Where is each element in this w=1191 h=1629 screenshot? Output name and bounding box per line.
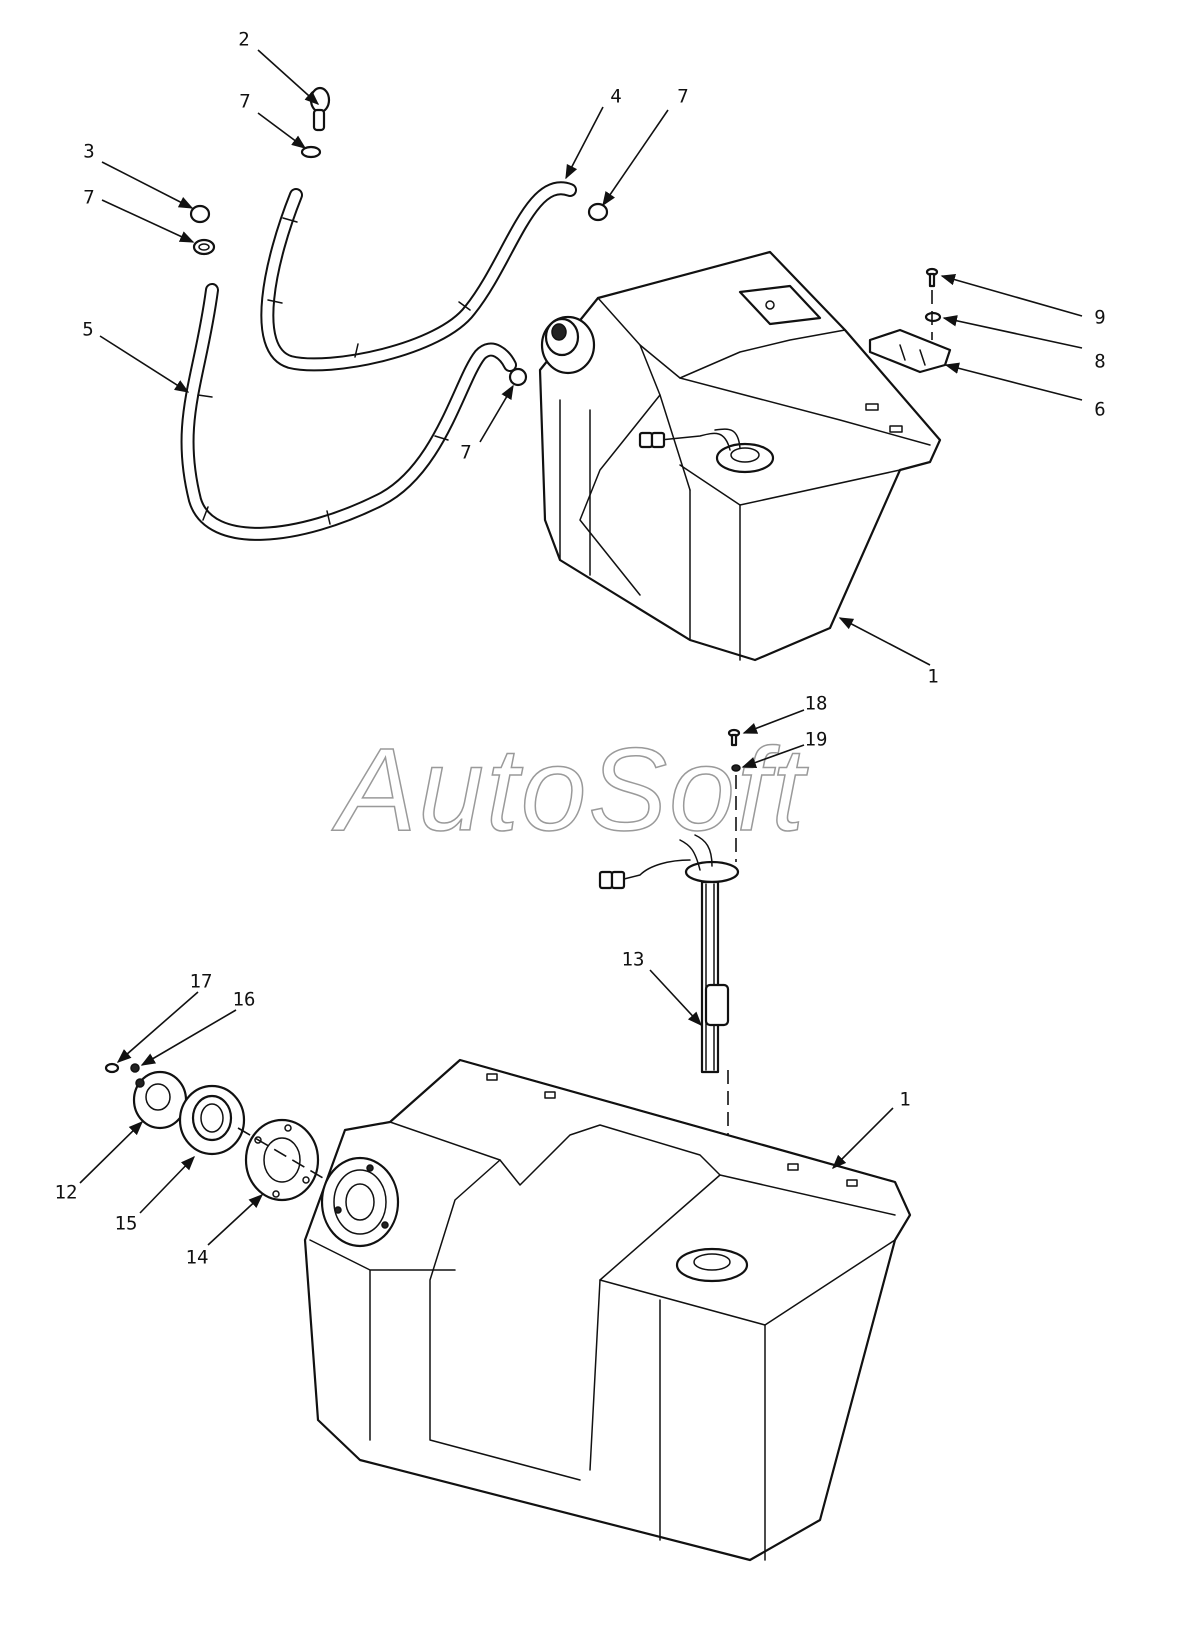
callout-4: 4 xyxy=(610,86,621,108)
fuel-tank-upper xyxy=(538,250,942,662)
leader-lines xyxy=(79,49,1083,1246)
gasket-14 xyxy=(244,1118,320,1202)
clamp-7-top xyxy=(300,145,322,159)
callout-8: 8 xyxy=(1094,351,1105,373)
clamp-7-right xyxy=(587,202,609,222)
callout-1: 1 xyxy=(927,666,938,688)
bracket-6 xyxy=(868,328,952,374)
hose-4 xyxy=(260,181,577,372)
callout-labels: 2 7 3 7 4 7 5 7 9 8 6 1 18 19 13 17 16 1… xyxy=(55,29,1106,1269)
washer-8 xyxy=(924,311,942,323)
callout-7: 7 xyxy=(460,442,471,464)
washer-16 xyxy=(130,1063,140,1073)
watermark: AutoSoft xyxy=(332,724,809,856)
callout-17: 17 xyxy=(190,971,213,993)
clamp-7-center xyxy=(508,367,528,387)
fuel-sender-13 xyxy=(598,834,740,1074)
callout-16: 16 xyxy=(233,989,256,1011)
callout-15: 15 xyxy=(115,1213,138,1235)
screw-17 xyxy=(104,1062,120,1074)
bolt-9 xyxy=(925,267,939,288)
callout-7: 7 xyxy=(83,187,94,209)
hose-5 xyxy=(180,283,517,541)
callout-2: 2 xyxy=(238,29,249,51)
clamp-7-left xyxy=(192,238,216,256)
cap-12 xyxy=(132,1070,188,1130)
callout-9: 9 xyxy=(1094,307,1105,329)
callout-7: 7 xyxy=(677,86,688,108)
fitting-2 xyxy=(309,86,331,132)
callout-5: 5 xyxy=(82,319,93,341)
callout-3: 3 xyxy=(83,141,94,163)
washer-19 xyxy=(731,764,741,772)
callout-19: 19 xyxy=(805,729,828,751)
adapter-15 xyxy=(178,1084,246,1156)
callout-13: 13 xyxy=(622,949,645,971)
callout-14: 14 xyxy=(186,1247,209,1269)
fuel-tank-lower xyxy=(303,1058,912,1562)
callout-12: 12 xyxy=(55,1182,78,1204)
callout-18: 18 xyxy=(805,693,828,715)
callout-7: 7 xyxy=(239,91,250,113)
callout-1: 1 xyxy=(899,1089,910,1111)
fitting-3 xyxy=(189,204,211,224)
callout-6: 6 xyxy=(1094,399,1105,421)
screw-18 xyxy=(727,728,741,747)
